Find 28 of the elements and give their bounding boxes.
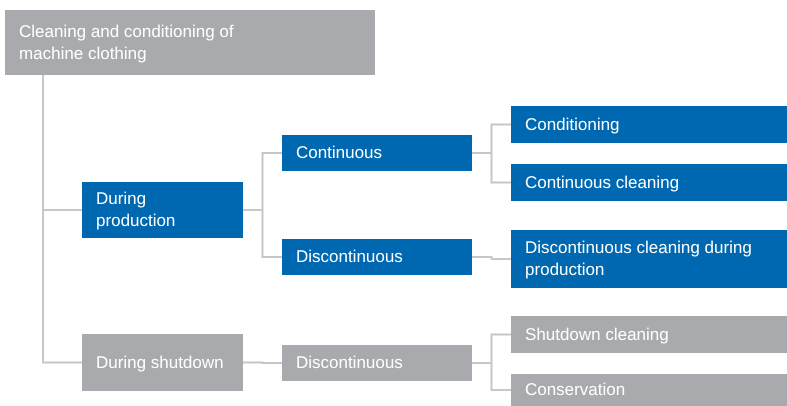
connector-line [472,152,511,184]
category-box [511,230,787,288]
category-box [5,10,375,75]
box-label: Continuous cleaning [525,172,680,194]
box-label: During production [96,188,176,232]
connector-line [42,75,82,364]
category-box [282,345,472,381]
box-label: Discontinuous [296,246,404,268]
category-box [82,334,243,391]
box-label: Shutdown cleaning [525,324,670,346]
box-label: Discontinuous [296,352,404,374]
connector-line [243,209,282,258]
connector-line [472,256,511,260]
category-box [511,374,787,406]
box-label: Conservation [525,379,626,401]
box-label: During shutdown [96,352,225,374]
category-box [282,135,472,171]
box-label: Continuous [296,142,384,164]
category-box [511,316,787,353]
box-label: Discontinuous cleaning during production [525,237,753,281]
category-box [82,182,243,238]
category-box [511,106,787,143]
connector-line [243,362,282,364]
category-box [282,239,472,275]
box-label: Cleaning and conditioning of machine clothing [19,20,235,64]
category-box [511,164,787,201]
box-label: Conditioning [525,114,621,136]
connector-line [472,362,511,391]
